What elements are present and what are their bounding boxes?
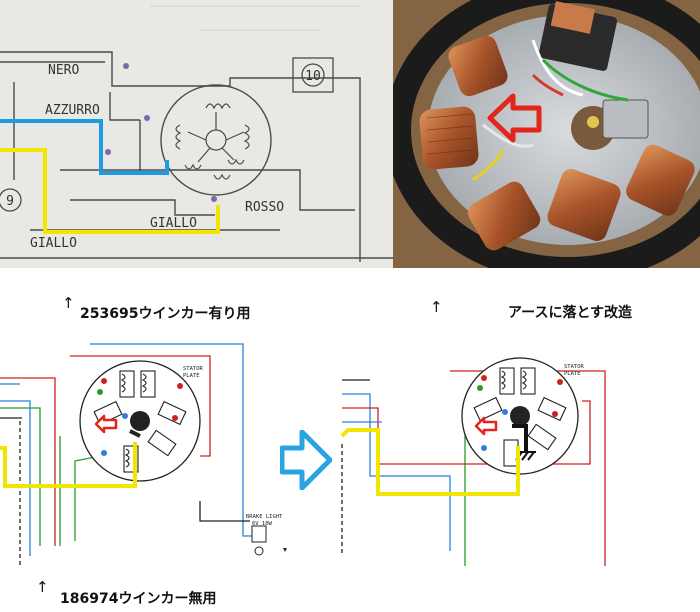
up-arrow-top-right: ↑ [430, 298, 443, 316]
caption-bottom: 186974ウインカー無用 [60, 591, 217, 607]
stator-label-left-1: STATOR [183, 366, 204, 372]
wiring-diagram-modified-svg: STATOR PLATE [340, 357, 606, 566]
brake-light [251, 525, 287, 556]
caption-top-right: アースに落とす改造 [508, 305, 633, 321]
stator-photo [393, 0, 700, 268]
wiring-diagram-original-svg: STATOR PLATE BRAKE LIGHT 6V 10W [0, 343, 287, 566]
stator-label-right-1: STATOR [564, 364, 585, 370]
schematic-scan: 10 9 [0, 0, 393, 268]
label-azzurro: AZZURRO [45, 103, 100, 118]
stator-label-right-2: PLATE [564, 371, 581, 377]
wiring-diagram-modified: STATOR PLATE [340, 356, 640, 566]
yellow-wire-left [0, 442, 137, 488]
red-arrow-left [94, 414, 118, 434]
highlight-arrow [487, 93, 542, 143]
label-rosso: ROSSO [245, 200, 284, 215]
label-nero: NERO [48, 63, 79, 78]
stator-symbol [160, 84, 272, 196]
up-arrow-bottom: ↑ [36, 578, 49, 596]
caption-top-left: 253695ウインカー有り用 [80, 306, 251, 322]
coil-group [419, 35, 695, 251]
yellow-wire-right [340, 428, 520, 496]
stator-diagram-right [461, 357, 579, 475]
up-arrow-top-left: ↑ [62, 294, 75, 312]
label-giallo-upper: GIALLO [150, 216, 197, 231]
red-arrow-right [474, 416, 498, 436]
ref-9: 9 [6, 194, 14, 209]
wiring-diagram-original: STATOR PLATE BRAKE LIGHT 6V 10W [0, 336, 300, 576]
stator-photo-svg [393, 0, 700, 268]
contact-points [602, 99, 649, 139]
brake-label-1: BRAKE LIGHT [246, 514, 283, 520]
brake-label-2: 6V 10W [252, 521, 273, 527]
transition-arrow [280, 430, 332, 490]
label-giallo-lower: GIALLO [30, 236, 77, 251]
stator-diagram-left [79, 360, 201, 482]
schematic-scan-svg: 10 9 [0, 0, 393, 268]
ref-10: 10 [305, 69, 321, 84]
highlight-wire-yellow [0, 148, 220, 234]
stator-label-left-2: PLATE [183, 373, 200, 379]
ref-box-10 [292, 57, 334, 93]
highlight-wire-blue [0, 119, 169, 175]
